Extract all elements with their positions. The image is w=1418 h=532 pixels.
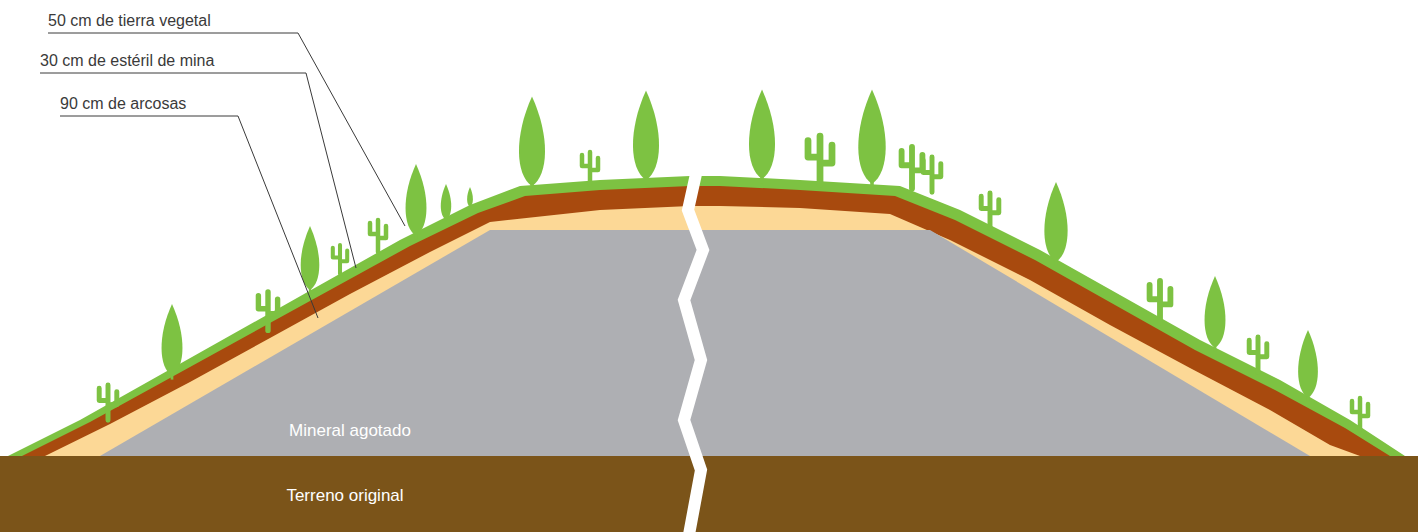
section-break — [684, 165, 703, 532]
spent-ore-region: Mineral agotado — [250, 414, 450, 448]
layer-callout: 30 cm de estéril de mina — [40, 52, 214, 70]
vegetation — [99, 89, 1368, 430]
cactus-symbol — [1352, 398, 1368, 430]
cypress-symbol — [1044, 182, 1067, 266]
cactus-symbol — [923, 157, 941, 192]
cypress-symbol — [749, 89, 775, 183]
ground-band: Terreno original — [240, 478, 450, 514]
cactus-symbol — [1150, 281, 1171, 323]
cypress-symbol — [1205, 276, 1226, 352]
cactus-symbol — [582, 152, 598, 184]
topsoil-layer — [8, 176, 1405, 456]
mine-waste-layer — [22, 186, 1390, 456]
leader-line — [60, 116, 318, 318]
leader-lines — [40, 33, 405, 318]
cypress-symbol — [301, 226, 320, 293]
spent-ore-mass — [100, 230, 1310, 456]
cypress-symbol — [1298, 330, 1318, 401]
cactus-symbol — [902, 147, 923, 189]
cypress-symbol — [467, 187, 473, 208]
cactus-symbol — [258, 292, 277, 330]
cypress-symbol — [858, 90, 885, 189]
cypress-symbol — [519, 96, 545, 190]
layer-callout: 50 cm de tierra vegetal — [48, 12, 211, 30]
cypress-symbol — [633, 90, 659, 184]
cactus-symbol — [981, 193, 999, 228]
node-label: Mineral agotado — [289, 421, 411, 441]
node-label: Terreno original — [286, 486, 403, 506]
layer-callout: 90 cm de arcosas — [60, 95, 186, 113]
cactus-symbol — [99, 385, 117, 420]
cactus-symbol — [808, 136, 832, 184]
cactus-symbol — [333, 245, 347, 274]
leader-line — [40, 73, 356, 268]
original-ground-band — [0, 456, 1418, 532]
cactus-symbol — [370, 220, 386, 252]
cypress-symbol — [441, 184, 451, 222]
cypress-symbol — [406, 164, 427, 240]
cactus-symbol — [1249, 337, 1267, 372]
cypress-symbol — [162, 304, 183, 380]
